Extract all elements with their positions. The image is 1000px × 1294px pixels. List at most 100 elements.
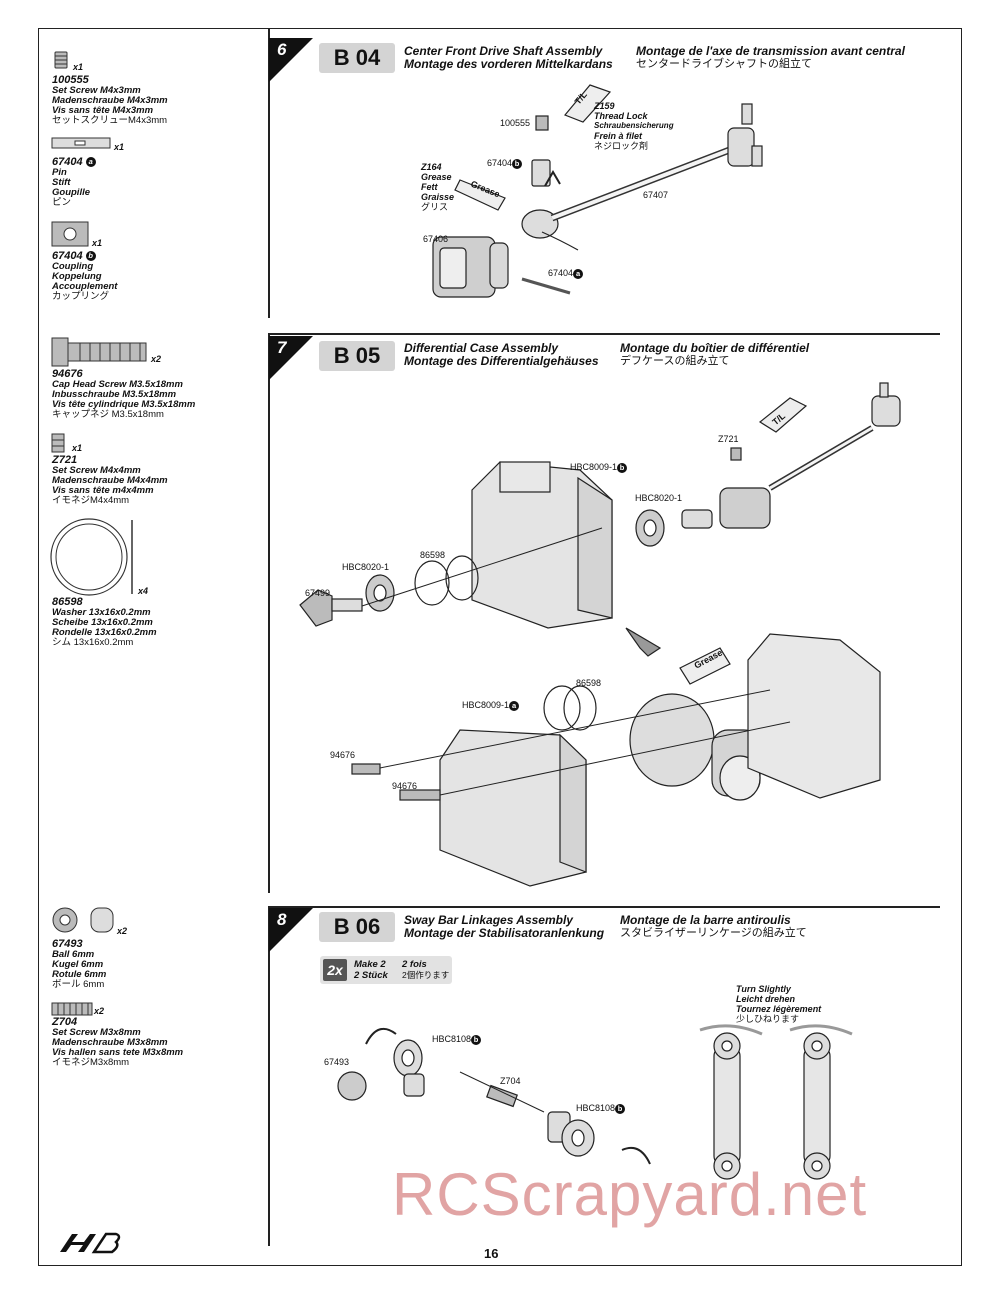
grease-note: Z164 Grease Fett Graisse グリス [421, 162, 454, 212]
grease-de: Fett [421, 182, 438, 192]
grease-code: Z164 [421, 162, 442, 172]
hb-logo-mark [60, 1232, 121, 1254]
callout-hbc8020-1-right: HBC8020-1 [635, 493, 683, 503]
threadlock-en: Thread Lock [594, 111, 648, 121]
part-67404b: 67404 b Coupling Koppelung Accouplement … [52, 250, 117, 302]
part-name-ja: シム 13x16x0.2mm [52, 637, 134, 648]
step-code-badge: B 04 [319, 43, 395, 73]
part-number: 67404 [52, 250, 83, 262]
variant-badge: b [512, 158, 523, 169]
part-number: 67493 [52, 938, 83, 950]
grease-fr: Graisse [421, 192, 455, 202]
part-name-fr: Vis sans tête M4x3mm [52, 105, 154, 116]
part-name-en: Set Screw M4x3mm [52, 85, 141, 96]
part-100555: 100555 Set Screw M4x3mm Madenschraube M4… [52, 74, 168, 126]
part-name-fr: Goupille [52, 187, 90, 198]
step-title-alt: Montage du boîtier de différentiel デフケース… [620, 342, 809, 368]
part-qty: x4 [138, 586, 149, 596]
step-title-de: Montage des Differentialgehäuses [404, 354, 599, 368]
part-name-ja: ボール 6mm [52, 979, 105, 990]
step-number-6: 6 [277, 40, 287, 59]
step-title: Differential Case Assembly Montage des D… [404, 342, 599, 368]
part-name-fr: Accouplement [52, 281, 118, 292]
step-title-de: Montage des vorderen Mittelkardans [404, 57, 613, 71]
part-name-en: Coupling [52, 261, 94, 272]
callout-67407: 67407 [643, 190, 669, 200]
part-name-en: Set Screw M4x4mm [52, 465, 141, 476]
step-number-tab [269, 38, 313, 82]
part-name-ja: ピン [52, 197, 72, 208]
part-icon-washer-86598 [50, 518, 133, 596]
step-number-tab [269, 908, 313, 952]
part-name-de: Koppelung [52, 271, 102, 282]
page-number: 16 [484, 1246, 499, 1261]
part-name-fr: Rotule 6mm [52, 969, 107, 980]
threadlock-fr: Frein à filet [594, 131, 643, 141]
step-title-fr: Montage de la barre antiroulis [620, 913, 791, 927]
step-rule [268, 906, 940, 908]
callout-z721: Z721 [718, 434, 739, 444]
part-icon-coupling-67404b [51, 221, 89, 247]
part-name-fr: Vis hallen sans tete M3x8mm [52, 1047, 184, 1058]
part-name-fr: Vis tête cylindrique M3.5x18mm [52, 399, 196, 410]
column-divider [268, 28, 270, 318]
step-rule [268, 333, 940, 335]
part-name-fr: Vis sans tête m4x4mm [52, 485, 154, 496]
part-name-de: Madenschraube M3x8mm [52, 1037, 168, 1048]
part-qty: x1 [72, 443, 83, 453]
step-title-alt: Montage de l'axe de transmission avant c… [636, 45, 905, 71]
step6-drawing [432, 84, 763, 298]
variant-badge: a [573, 268, 584, 279]
step-title-fr: Montage de l'axe de transmission avant c… [636, 44, 905, 58]
part-number: 100555 [52, 74, 89, 86]
part-number: Z704 [52, 1016, 78, 1028]
make-quantity-box: 2x Make 2 2 Stück 2 fois 2個作ります [320, 956, 452, 984]
part-94676: 94676 Cap Head Screw M3.5x18mm Inbusschr… [52, 368, 195, 420]
grease-ja: グリス [421, 202, 449, 212]
step-title-fr: Montage du boîtier de différentiel [620, 341, 810, 355]
hb-logo [58, 1232, 122, 1259]
callout-86598-top: 86598 [420, 550, 446, 560]
part-qty: x2 [117, 926, 128, 936]
part-67404a: 67404 a Pin Stift Goupille ピン [52, 156, 96, 208]
callout-67499: 67499 [305, 588, 331, 598]
part-qty: x1 [92, 238, 103, 248]
step7-drawing [299, 382, 901, 887]
threadlock-note: Z159 Thread Lock Schraubensicherung Frei… [594, 101, 674, 151]
make-text-alt: 2 fois 2個作ります [402, 959, 450, 980]
step-title: Sway Bar Linkages Assembly Montage der S… [404, 914, 604, 940]
variant-badge: b [471, 1034, 482, 1045]
part-name-ja: カップリング [52, 291, 110, 302]
turn-slightly-note: Turn Slightly Leicht drehen Tournez légè… [736, 984, 822, 1024]
part-name-ja: キャップネジ M3.5x18mm [52, 409, 164, 420]
part-icon-set-screw-100555 [54, 51, 68, 69]
threadlock-code: Z159 [594, 101, 615, 111]
make-text: Make 2 2 Stück [354, 959, 388, 981]
callout-67493: 67493 [324, 1057, 350, 1067]
part-name-de: Madenschraube M4x4mm [52, 475, 168, 486]
step-code-badge: B 06 [319, 912, 395, 942]
part-number: 86598 [52, 596, 83, 608]
part-name-en: Pin [52, 167, 67, 178]
page-frame [38, 28, 962, 1266]
column-divider [268, 906, 270, 1246]
grease-en: Grease [421, 172, 452, 182]
callout-86598-bottom: 86598 [576, 678, 602, 688]
column-divider [268, 333, 270, 893]
variant-badge: b [615, 1103, 626, 1114]
step-title-de: Montage der Stabilisatoranlenkung [404, 926, 605, 940]
step-title: Center Front Drive Shaft Assembly Montag… [404, 45, 613, 71]
part-name-en: Washer 13x16x0.2mm [52, 607, 151, 618]
threadlock-de: Schraubensicherung [594, 121, 674, 130]
step-title-ja: スタビライザーリンケージの組み立て [620, 927, 807, 939]
step-title-en: Sway Bar Linkages Assembly [404, 913, 573, 927]
part-name-fr: Rondelle 13x16x0.2mm [52, 627, 157, 638]
part-icon-cap-screw-94676 [51, 337, 147, 367]
callout-hbc8020-1-left: HBC8020-1 [342, 562, 390, 572]
